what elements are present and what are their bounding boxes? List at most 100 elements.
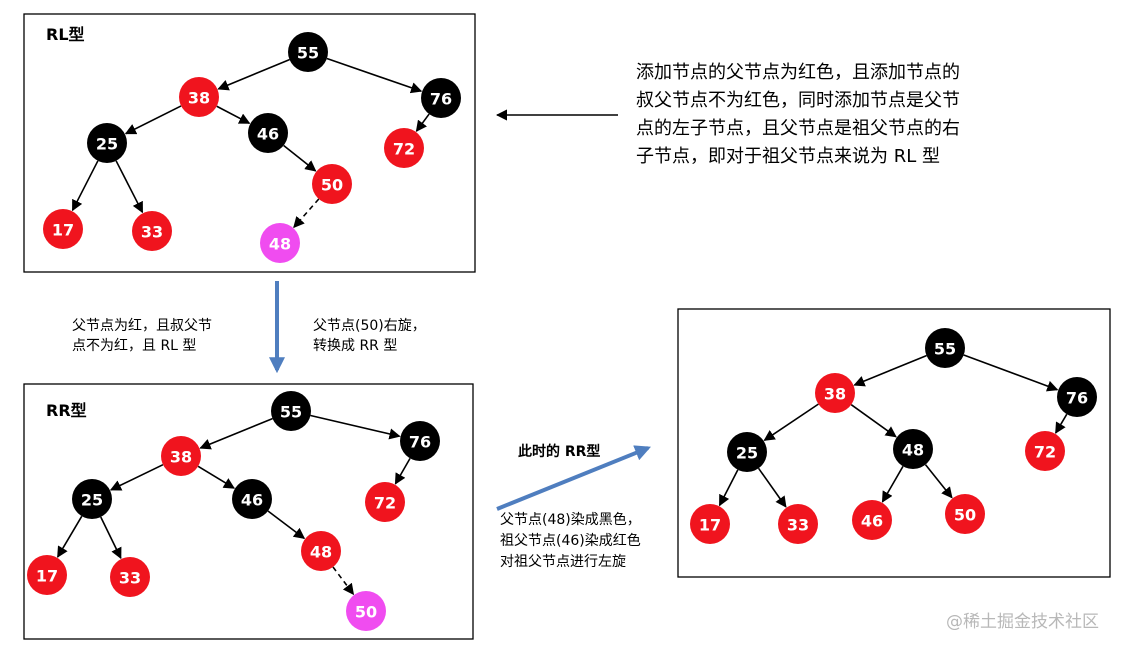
result-edge-38-25 — [763, 403, 819, 441]
result-node-48: 48 — [893, 429, 933, 469]
result-node-17: 17 — [690, 504, 730, 544]
result-node-label-72: 72 — [1034, 443, 1056, 462]
result-node-46: 46 — [852, 500, 892, 540]
rr-node-circle-50 — [346, 591, 386, 631]
rr-node-33: 33 — [110, 557, 150, 597]
rr-node-label-38: 38 — [170, 448, 192, 467]
rl-node-72: 72 — [384, 128, 424, 168]
result-node-circle-48 — [893, 429, 933, 469]
rr-node-circle-48 — [301, 531, 341, 571]
rl-node-circle-76 — [421, 78, 461, 118]
rotate-text: 父节点(50)右旋， 转换成 RR 型 — [313, 318, 430, 354]
rr-node-circle-55 — [271, 391, 311, 431]
rl-node-label-50: 50 — [321, 176, 343, 195]
rr-node-label-46: 46 — [241, 491, 263, 510]
result-node-76: 76 — [1057, 377, 1097, 417]
rl-node-76: 76 — [421, 78, 461, 118]
rr-edge-38-46 — [197, 465, 235, 489]
rl-edge-38-46 — [216, 105, 251, 124]
rl-edge-25-33 — [115, 160, 144, 214]
result-node-circle-38 — [815, 373, 855, 413]
result-node-label-33: 33 — [787, 516, 809, 535]
rr-edge-76-72 — [394, 457, 411, 485]
recolor-text: 父节点(48)染成黑色， 祖父节点(46)染成红色 对祖父节点进行左旋 — [500, 511, 645, 570]
rl-node-circle-38 — [179, 77, 219, 117]
rr-edge-48-50 — [332, 566, 355, 596]
rr-node-48: 48 — [301, 531, 341, 571]
rl-node-circle-46 — [248, 113, 288, 153]
rr-edge-38-25 — [109, 463, 164, 491]
rr-node-circle-46 — [232, 479, 272, 519]
rl-node-circle-50 — [312, 164, 352, 204]
rl-node-label-17: 17 — [52, 221, 74, 240]
rl-panel-title: RL型 — [46, 25, 85, 44]
rr-edge-46-48 — [267, 510, 306, 540]
rr-edge-55-38 — [199, 417, 273, 450]
result-arrow — [496, 445, 651, 511]
rr-node-circle-17 — [27, 555, 67, 595]
result-node-33: 33 — [778, 504, 818, 544]
rr-node-label-76: 76 — [409, 433, 431, 452]
rr-node-38: 38 — [161, 436, 201, 476]
rl-edge-50-48 — [293, 198, 320, 229]
rr-node-17: 17 — [27, 555, 67, 595]
result-node-label-48: 48 — [902, 441, 924, 460]
result-node-25: 25 — [727, 432, 767, 472]
result-node-label-17: 17 — [699, 516, 721, 535]
rr-node-circle-76 — [400, 421, 440, 461]
rl-node-label-33: 33 — [141, 223, 163, 242]
rr-panel-title: RR型 — [46, 401, 87, 420]
result-edge-55-76 — [963, 354, 1059, 392]
rr-edge-25-17 — [57, 515, 83, 558]
rl-node-label-72: 72 — [393, 140, 415, 159]
result-node-label-46: 46 — [861, 512, 883, 531]
rl-node-label-38: 38 — [188, 89, 210, 108]
result-edge-55-38 — [853, 354, 927, 387]
result-node-circle-55 — [925, 328, 965, 368]
rl-edge-25-17 — [71, 160, 99, 212]
rl-node-38: 38 — [179, 77, 219, 117]
result-node-50: 50 — [945, 494, 985, 534]
rl-node-label-25: 25 — [96, 135, 118, 154]
rl-edge-38-25 — [124, 105, 182, 135]
result-edge-38-48 — [850, 404, 897, 438]
result-edge-25-17 — [718, 469, 739, 507]
result-node-label-25: 25 — [736, 444, 758, 463]
result-node-circle-33 — [778, 504, 818, 544]
result-node-circle-50 — [945, 494, 985, 534]
result-node-circle-46 — [852, 500, 892, 540]
rr-node-label-72: 72 — [374, 494, 396, 513]
rr-edge-55-76 — [310, 414, 401, 440]
rl-node-46: 46 — [248, 113, 288, 153]
tree-edges — [57, 57, 1068, 596]
result-node-circle-17 — [690, 504, 730, 544]
result-edge-76-72 — [1055, 413, 1068, 434]
rr-node-label-55: 55 — [280, 403, 302, 422]
result-node-55: 55 — [925, 328, 965, 368]
result-node-circle-25 — [727, 432, 767, 472]
rl-node-55: 55 — [288, 32, 328, 72]
watermark-text: @稀土掘金技术社区 — [946, 612, 1099, 632]
rr-node-72: 72 — [365, 482, 405, 522]
result-node-38: 38 — [815, 373, 855, 413]
rr-node-label-33: 33 — [119, 569, 141, 588]
result-node-72: 72 — [1025, 431, 1065, 471]
rl-node-17: 17 — [43, 209, 83, 249]
rl-node-label-76: 76 — [430, 90, 452, 109]
rl-node-25: 25 — [87, 123, 127, 163]
rl-node-label-48: 48 — [269, 235, 291, 254]
rl-node-label-55: 55 — [297, 44, 319, 63]
rl-node-48: 48 — [260, 223, 300, 263]
result-edge-48-50 — [924, 464, 953, 499]
result-edge-25-33 — [757, 467, 787, 508]
rl-node-circle-33 — [132, 211, 172, 251]
rl-node-circle-48 — [260, 223, 300, 263]
rl-node-label-46: 46 — [257, 125, 279, 144]
rr-node-label-17: 17 — [36, 567, 58, 586]
result-node-circle-76 — [1057, 377, 1097, 417]
result-node-circle-72 — [1025, 431, 1065, 471]
rr-node-76: 76 — [400, 421, 440, 461]
description-text: 添加节点的父节点为红色，且添加节点的 叔父节点不为红色，同时添加节点是父节 点的… — [636, 62, 966, 167]
rl-node-circle-17 — [43, 209, 83, 249]
